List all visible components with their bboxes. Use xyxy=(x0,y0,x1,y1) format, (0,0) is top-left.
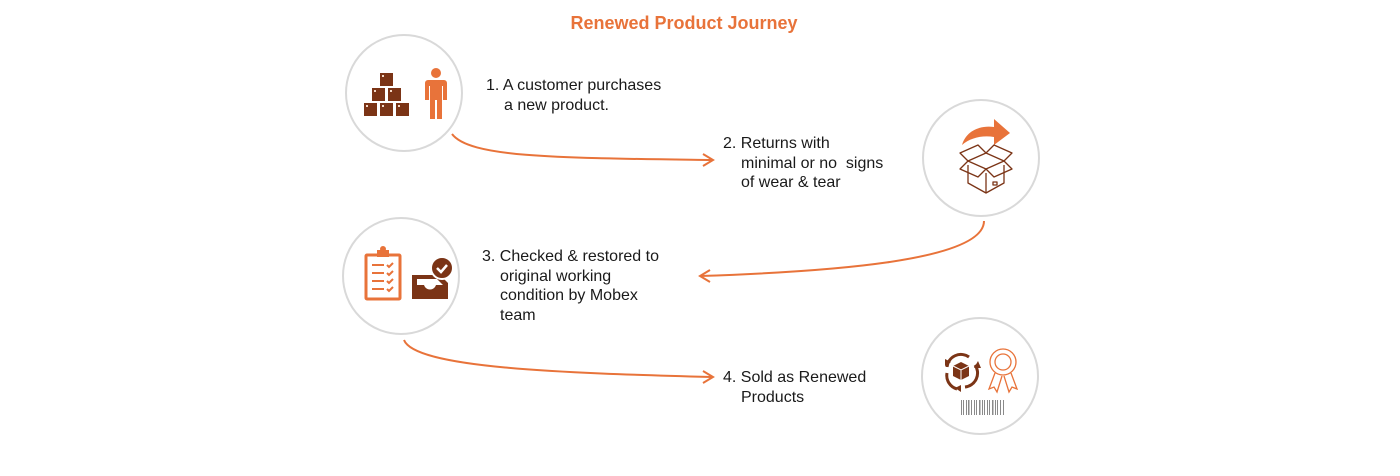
person-icon xyxy=(425,68,447,119)
barcode-icon xyxy=(961,400,1004,415)
step1-line1: A customer purchases xyxy=(502,77,662,94)
arrow-step2-to-step3 xyxy=(699,220,985,277)
arrowhead-step3 xyxy=(698,269,711,283)
arrow-step1-to-step2 xyxy=(451,133,713,161)
arrow-step3-to-step4 xyxy=(403,339,713,378)
step2-number: 2. xyxy=(723,135,737,152)
step2-line2: minimal or no signs xyxy=(741,154,884,172)
step2-line1: Returns with xyxy=(740,135,830,152)
step1-icon-circle xyxy=(345,34,463,152)
step3-line3: condition by Mobex xyxy=(500,287,638,304)
arrowhead-step2 xyxy=(702,153,715,167)
step3-text: 3. Checked & restored to original workin… xyxy=(482,247,659,325)
diagram-title: Renewed Product Journey xyxy=(570,13,798,33)
step4-number: 4. xyxy=(723,369,737,386)
recycle-box-icon xyxy=(945,352,981,392)
arrowhead-step4 xyxy=(702,370,715,384)
stacked-boxes-icon xyxy=(364,73,409,116)
step4-line2: Products xyxy=(741,388,805,406)
step4-icon-circle xyxy=(921,317,1039,435)
return-arrow-icon xyxy=(962,119,1010,145)
award-ribbon-icon xyxy=(987,348,1019,394)
step2-text: 2. Returns with minimal or no signs of w… xyxy=(723,134,883,193)
step3-icon-circle xyxy=(342,217,460,335)
checklist-clipboard-icon xyxy=(364,246,402,301)
step2-icon-circle xyxy=(922,99,1040,217)
inbox-check-icon xyxy=(412,256,454,299)
step1-line2: a new product. xyxy=(504,96,609,114)
open-box-icon xyxy=(959,144,1013,194)
step3-line4: team xyxy=(500,306,536,324)
step4-line1: Sold as Renewed xyxy=(740,369,867,386)
step2-line3: of wear & tear xyxy=(741,174,841,191)
step3-number: 3. xyxy=(482,248,496,265)
step1-text: 1. A customer purchases a new product. xyxy=(486,76,661,115)
step1-number: 1. xyxy=(486,77,500,94)
step3-line1: Checked & restored to xyxy=(499,248,659,265)
step3-line2: original working xyxy=(500,267,612,285)
step4-text: 4. Sold as Renewed Products xyxy=(723,368,866,407)
